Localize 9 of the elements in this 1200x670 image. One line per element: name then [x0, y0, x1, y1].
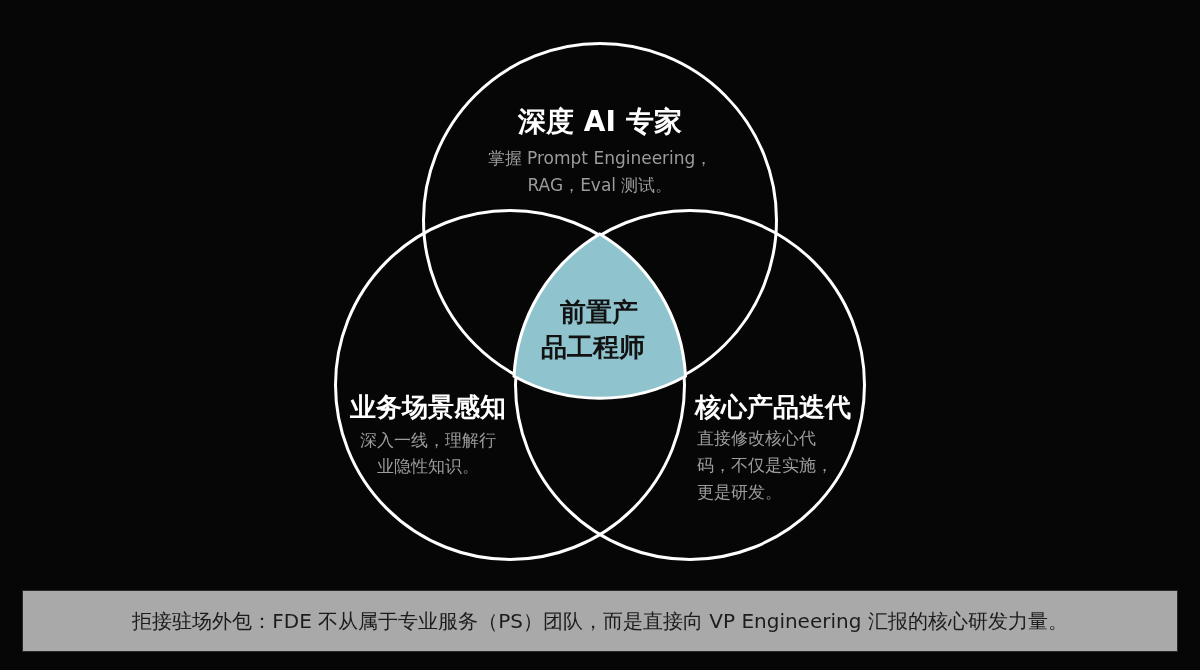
circle-description: 深入一线，理解行业隐性知识。 — [360, 429, 496, 478]
circle-description: 直接修改核心代码，不仅是实施，更是研发。 — [697, 427, 833, 504]
note-text: 拒接驻场外包：FDE 不从属于专业服务（PS）团队，而是直接向 VP Engineering 汇报的核心研发力量。 — [132, 607, 1068, 635]
circle-heading: 核心产品迭代 — [695, 391, 851, 424]
intersection-label: 前置产品工程师 — [541, 296, 645, 364]
circle-description: 掌握 Prompt Engineering，RAG，Eval 测试。 — [486, 147, 714, 197]
circle-heading: 深度 AI 专家 — [518, 104, 682, 140]
circle-heading: 业务场景感知 — [350, 391, 506, 424]
note-bar — [22, 590, 1178, 652]
